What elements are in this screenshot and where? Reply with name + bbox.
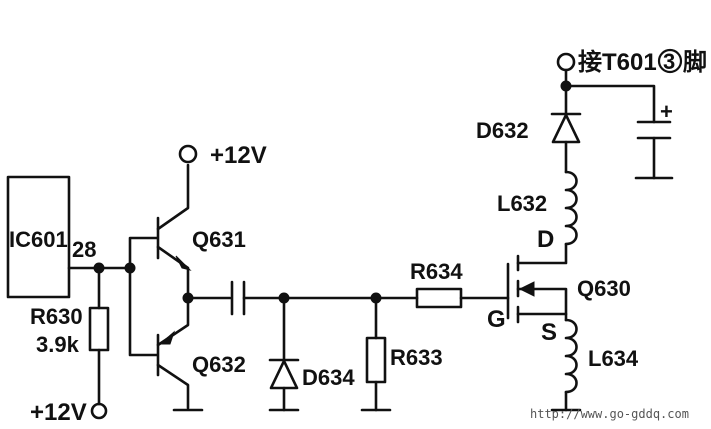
pin-28-label: 28: [72, 237, 96, 262]
transistor-q631-arrow: [175, 255, 192, 271]
d634-label: D634: [302, 365, 355, 390]
vcc-bottom-label: +12V: [30, 399, 87, 426]
q630-label: Q630: [577, 276, 631, 301]
transistor-q631-collector: [156, 163, 190, 231]
r630-value: 3.9k: [36, 332, 80, 357]
vcc-top-terminal: [178, 144, 198, 164]
d632-label: D632: [476, 118, 529, 143]
capacitor-coupling: [230, 280, 246, 316]
transistor-q631-emitter: [156, 245, 190, 300]
drain-label: D: [537, 226, 554, 253]
resistor-r633: [365, 336, 387, 384]
vcc-bottom-terminal: [90, 402, 108, 420]
r630-label: R630: [30, 304, 83, 329]
ic601-block: [6, 175, 71, 299]
ic601-label: IC601: [9, 227, 68, 252]
wire-to-electrolytic: [564, 84, 656, 180]
resistor-r634: [415, 287, 463, 309]
r633-label: R633: [390, 345, 443, 370]
inductor-l634: [564, 318, 578, 394]
q631-label: Q631: [192, 227, 246, 252]
gate-label: G: [487, 306, 506, 333]
transistor-q632-emitter: [156, 296, 190, 347]
resistor-r630: [88, 306, 110, 352]
source-label: S: [541, 319, 557, 346]
inductor-l632: [564, 170, 578, 246]
diode-d632-triangle: [551, 113, 581, 144]
l632-label: L632: [497, 191, 547, 216]
q632-label: Q632: [192, 352, 246, 377]
mosfet-q630-body: [516, 287, 568, 316]
watermark-url: http://www.go-gddq.com: [530, 407, 689, 421]
diode-d634-triangle: [269, 359, 299, 390]
t601-suffix: 脚: [683, 49, 707, 76]
mosfet-q630-arrow: [518, 281, 535, 297]
vcc-top-label: +12V: [210, 142, 267, 169]
t601-pin-circle: [657, 48, 683, 74]
t601-note: 接T601: [578, 49, 657, 76]
capacitor-plus-sign: +: [660, 99, 673, 124]
wire-base-rail: [128, 236, 159, 357]
t601-terminal: [556, 52, 576, 72]
r634-label: R634: [410, 259, 463, 284]
transistor-q632-collector: [156, 363, 190, 410]
transistor-q632-arrow: [158, 330, 176, 345]
capacitor-electrolytic: [636, 120, 672, 140]
mosfet-q630-drain-lead: [516, 242, 568, 265]
t601-pin-number: 3: [663, 49, 675, 74]
l634-label: L634: [588, 346, 639, 371]
